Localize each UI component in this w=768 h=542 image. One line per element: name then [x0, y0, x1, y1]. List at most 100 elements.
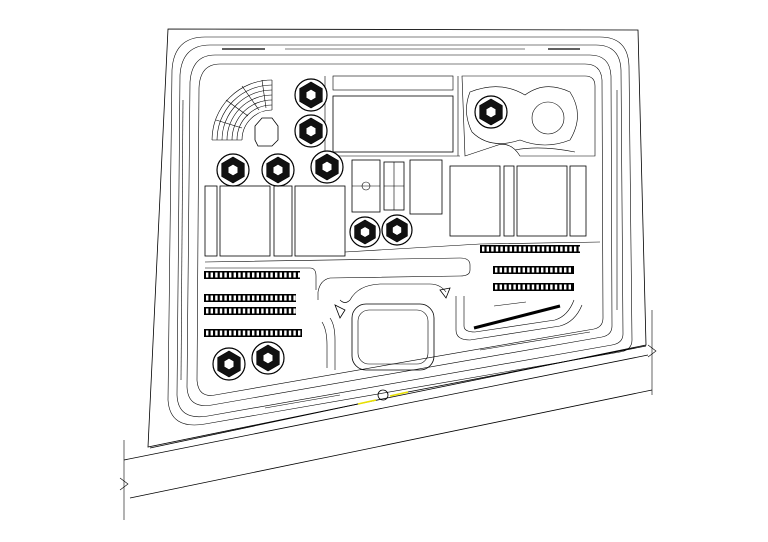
parking-space	[247, 308, 250, 314]
building-block	[219, 185, 271, 257]
gate-wall	[149, 403, 359, 449]
parking-space	[518, 267, 521, 273]
tree-icon	[310, 150, 344, 184]
building-block	[409, 159, 443, 215]
parking-space	[219, 308, 223, 314]
gate-wall	[407, 345, 647, 393]
parking-space	[224, 295, 227, 301]
parking-space	[261, 272, 264, 278]
building-block	[204, 185, 218, 257]
parking-space	[499, 267, 502, 273]
road-marking	[479, 331, 591, 351]
parking-space	[229, 330, 232, 336]
building-block	[503, 165, 515, 237]
parking-space	[238, 295, 241, 301]
parking-space	[247, 330, 250, 336]
internal-road	[344, 241, 601, 253]
parking-space	[229, 308, 232, 314]
parking-space	[550, 284, 553, 290]
parking-space	[559, 284, 562, 290]
street-break-mark	[647, 344, 657, 358]
parking-space	[206, 272, 209, 278]
parking-space	[219, 330, 223, 336]
parking-space	[233, 295, 236, 301]
perimeter-road-outer	[167, 36, 633, 426]
parking-row	[204, 294, 296, 302]
parking-space	[238, 330, 241, 336]
road-marking	[180, 99, 184, 381]
parking-space	[578, 246, 581, 252]
perimeter-road-innermost	[196, 63, 604, 396]
parking-stalls	[204, 245, 581, 337]
parking-space	[531, 284, 535, 290]
tree-icon	[474, 95, 508, 129]
entrance-gate	[357, 399, 377, 405]
parking-space	[564, 267, 567, 273]
internal-road	[204, 257, 471, 300]
parking-space	[224, 272, 227, 278]
parking-space	[215, 330, 218, 336]
parking-space	[513, 267, 516, 273]
parking-space	[238, 272, 241, 278]
street-edge	[123, 354, 649, 461]
parking-space	[242, 330, 246, 336]
parking-space	[541, 246, 545, 252]
parking-space	[551, 246, 554, 252]
parking-space	[298, 272, 301, 278]
traffic-island	[334, 304, 346, 319]
parking-space	[210, 295, 213, 301]
parking-space	[550, 267, 553, 273]
parking-space	[275, 330, 278, 336]
parking-space	[261, 308, 264, 314]
parking-space	[504, 267, 507, 273]
parking-space	[568, 284, 571, 290]
parking-space	[499, 284, 502, 290]
parking-space	[509, 246, 512, 252]
parking-space	[215, 308, 218, 314]
parking-space	[514, 246, 517, 252]
parking-space	[275, 295, 278, 301]
parking-strip	[473, 304, 561, 330]
tree-icon	[349, 216, 381, 248]
perimeter-road-mid	[176, 44, 624, 418]
parking-space	[215, 272, 218, 278]
parking-space	[505, 246, 508, 252]
parking-space	[293, 272, 296, 278]
parking-space	[288, 272, 292, 278]
parking-space	[275, 308, 278, 314]
stage-pavilion	[254, 117, 279, 147]
parking-space	[554, 284, 558, 290]
parking-space	[256, 330, 259, 336]
parking-space	[495, 267, 498, 273]
parking-space	[219, 272, 223, 278]
tree-icon	[294, 78, 328, 112]
parking-space	[284, 330, 287, 336]
tree-icon	[216, 153, 250, 187]
parking-space	[532, 246, 535, 252]
parking-space	[508, 284, 512, 290]
parking-space	[233, 272, 236, 278]
parking-space	[210, 308, 213, 314]
parking-space	[293, 308, 296, 314]
parking-strip-edge	[493, 301, 527, 307]
parking-space	[210, 330, 213, 336]
parking-space	[536, 267, 539, 273]
tree-icon	[261, 153, 295, 187]
parking-space	[256, 272, 259, 278]
site-boundary	[147, 28, 647, 448]
parking-space	[560, 246, 563, 252]
parking-space	[265, 308, 269, 314]
parking-space	[215, 295, 218, 301]
entry-plaza	[351, 303, 435, 371]
parking-space	[523, 246, 526, 252]
parking-space	[279, 295, 282, 301]
parking-space	[206, 330, 209, 336]
perimeter-road-inner	[186, 54, 613, 406]
parking-space	[270, 295, 273, 301]
parking-space	[270, 308, 273, 314]
parking-space	[546, 246, 549, 252]
parking-space	[518, 284, 521, 290]
parking-space	[555, 246, 558, 252]
parking-space	[270, 272, 273, 278]
